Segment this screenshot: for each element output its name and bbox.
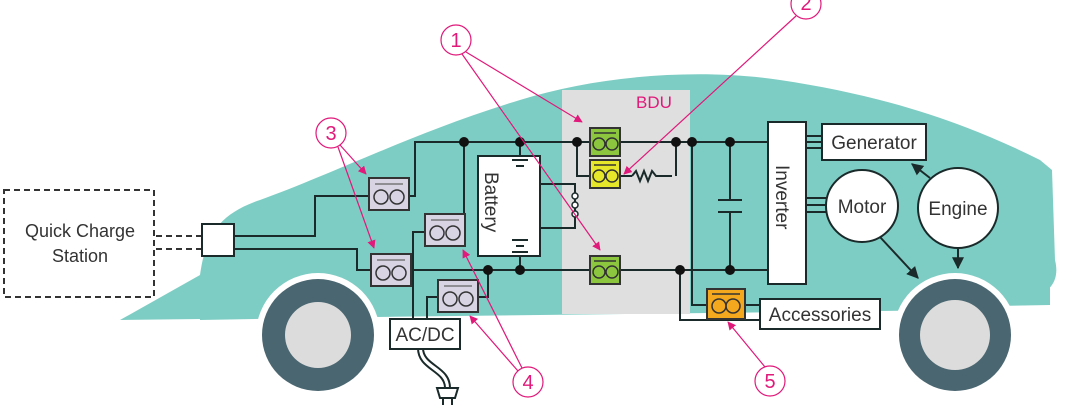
- relay-ac-charge-positive[interactable]: [424, 213, 466, 247]
- inverter-label: Inverter: [771, 165, 792, 230]
- ac-plug: [417, 347, 460, 405]
- bdu-label: BDU: [636, 93, 672, 112]
- accessories[interactable]: [759, 298, 881, 330]
- service-plug-icon: [571, 192, 579, 218]
- power-flow-arrows: [879, 163, 964, 279]
- inverter[interactable]: [767, 121, 807, 285]
- relay-main-negative[interactable]: [589, 255, 621, 285]
- svg-text:3: 3: [325, 123, 336, 145]
- engine-label: Engine: [928, 199, 987, 220]
- relay-accessories[interactable]: [706, 288, 746, 320]
- battery[interactable]: [477, 155, 541, 257]
- callout-2: 2: [623, 0, 822, 175]
- callout-5: 5: [727, 321, 786, 397]
- svg-text:1: 1: [450, 30, 461, 52]
- junction-dots: [459, 137, 735, 275]
- rear-wheel: [893, 273, 1017, 397]
- callout-1: 1: [440, 24, 601, 251]
- callout-4: 4: [462, 249, 544, 398]
- relay-quick-charge-negative[interactable]: [370, 253, 412, 287]
- acdc-label: AC/DC: [395, 325, 454, 346]
- front-wheel: [256, 273, 380, 397]
- motor-label: Motor: [838, 197, 887, 218]
- relay-ac-charge-negative[interactable]: [437, 279, 479, 313]
- quick-charge-station: [3, 189, 155, 298]
- quick-charge-station-label-line2: Station: [52, 246, 108, 266]
- relay-precharge[interactable]: [589, 159, 621, 189]
- bdu-panel: [562, 90, 690, 314]
- charge-inlet[interactable]: [201, 223, 235, 257]
- generator[interactable]: [821, 123, 927, 161]
- relay-main-positive[interactable]: [589, 127, 621, 157]
- svg-text:4: 4: [522, 372, 533, 394]
- battery-label: Battery: [480, 172, 501, 233]
- relay-quick-charge-positive[interactable]: [368, 177, 410, 211]
- motor[interactable]: [825, 169, 899, 243]
- callout-3: 3: [315, 117, 376, 249]
- acdc-converter[interactable]: [389, 318, 461, 350]
- svg-text:2: 2: [800, 0, 811, 15]
- accessories-label: Accessories: [769, 305, 871, 326]
- svg-text:5: 5: [764, 371, 775, 393]
- quick-charge-station-label-line1: Quick Charge: [25, 221, 135, 241]
- generator-label: Generator: [831, 133, 917, 154]
- battery-cell-icon: [512, 159, 528, 253]
